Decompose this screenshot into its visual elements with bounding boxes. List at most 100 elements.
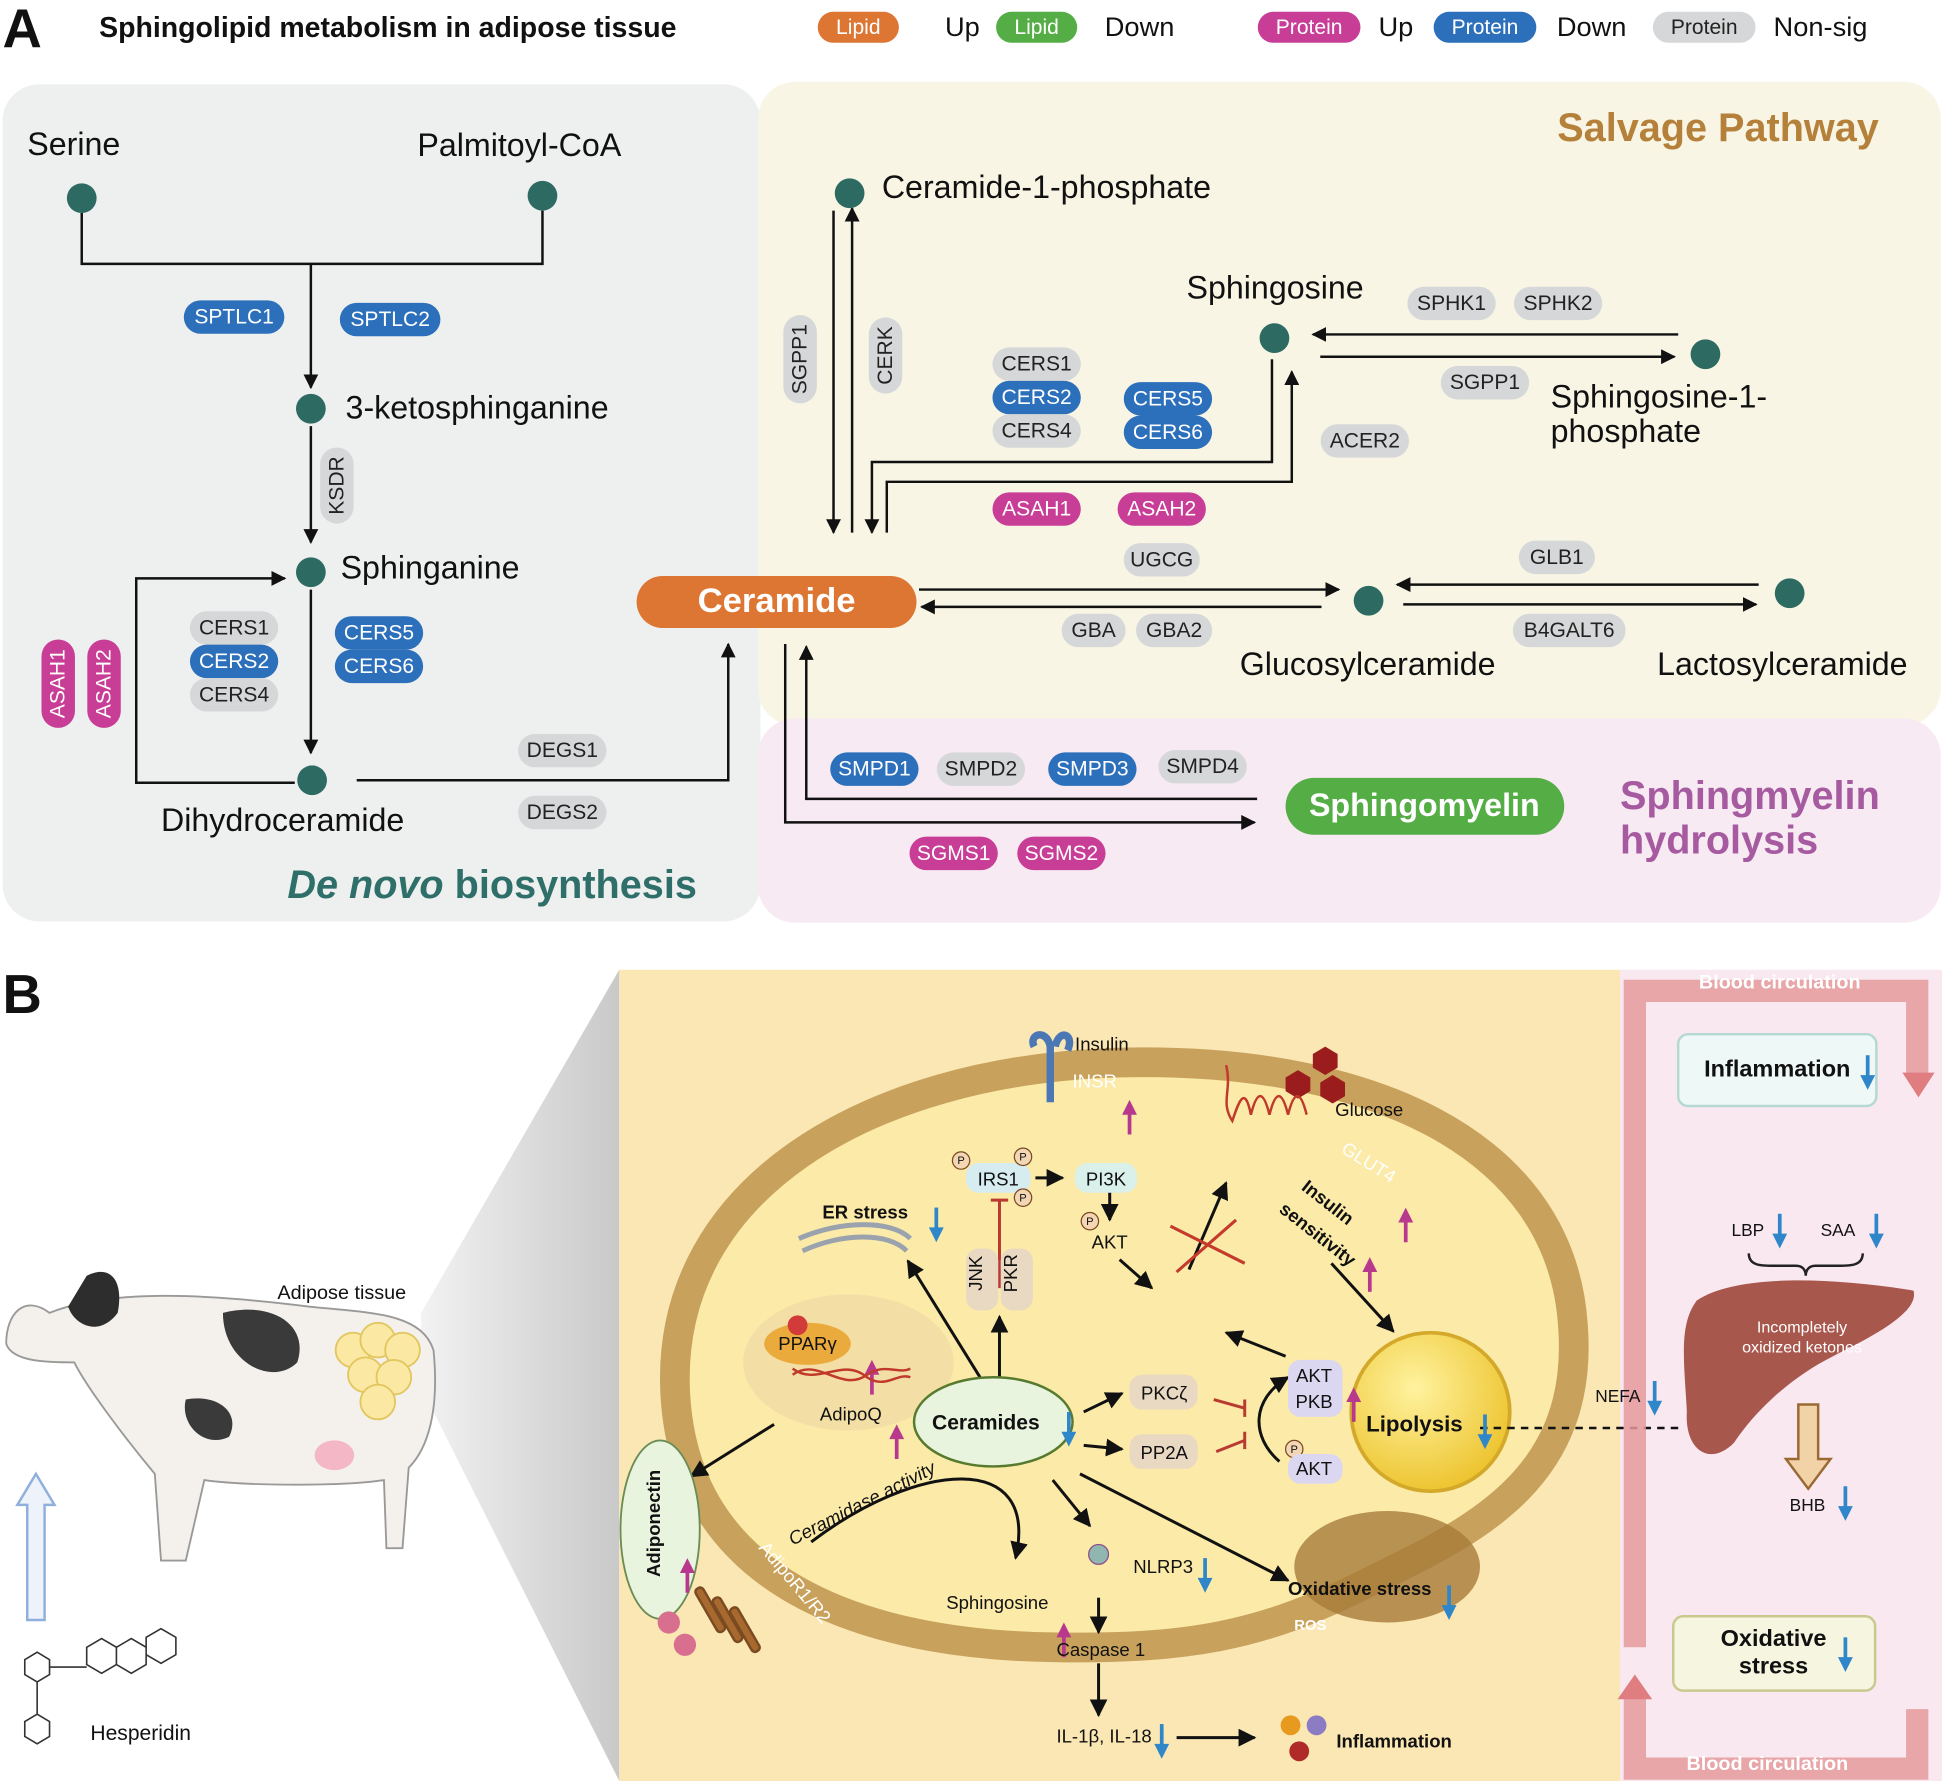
enzyme-degs2-label: DEGS2 [527,801,598,824]
node-c1p [834,178,865,209]
ceramides-label: Ceramides [932,1411,1040,1434]
legend-pill-0-bg [817,11,899,43]
cytokines-icon [1280,1715,1327,1762]
blood-circulation-bottom: Blood circulation [1687,1753,1849,1775]
enzyme-cers1-bg [992,347,1081,381]
node-sphinganine [296,557,326,588]
legend-pill-4-label: Protein [1671,16,1738,39]
bhb-label: BHB [1790,1495,1826,1515]
enzyme-gba-label: GBA [1071,619,1115,642]
jnk-pill [966,1248,999,1311]
jnk-label: JNK [965,1255,986,1291]
enzyme-sgpp1-label: SGPP1 [1450,371,1520,394]
legend-pill-2-label: Protein [1276,16,1343,39]
enzyme-cers4-bg [992,414,1081,448]
legend-label-4: Non-sig [1774,11,1868,42]
ppar-label: PPARγ [778,1333,837,1354]
enzyme-b4galt6: B4GALT6 [1512,613,1626,648]
enzyme-gba: GBA [1061,613,1126,648]
enzyme-asah2: ASAH2 [87,639,121,728]
enzyme-smpd4-label: SMPD4 [1166,755,1239,778]
enzyme-gba2-bg [1136,613,1213,648]
de-novo-italic: De novo [287,863,443,907]
insr-label: INSR [1073,1070,1117,1091]
blood-circulation-loop [1617,979,1935,1780]
adipocyte-cell [660,1047,1589,1663]
enzyme-ksdr-label: KSDR [325,456,348,514]
label-s1p-2: phosphate [1551,413,1701,449]
node-glucosylceramide [1353,585,1384,616]
legend-pill-2-bg [1257,11,1361,43]
nefa-label: NEFA [1595,1386,1641,1406]
enzyme-cers5: CERS5 [334,616,424,650]
enzyme-sgpp1-bg [783,315,817,404]
enzyme-smpd2: SMPD2 [936,752,1026,786]
enzyme-smpd1: SMPD1 [830,752,919,786]
label-glucosylceramide: Glucosylceramide [1240,646,1496,682]
enzyme-cers5-bg [1123,382,1213,416]
enzyme-smpd1-label: SMPD1 [838,758,911,781]
label-ceramide: Ceramide [698,582,856,620]
enzyme-sptlc1-bg [183,300,285,334]
enzyme-cers6-label: CERS6 [344,655,414,678]
node-lactosylceramide [1774,578,1805,609]
de-novo-rest: biosynthesis [444,863,697,907]
enzyme-cers5: CERS5 [1123,382,1213,416]
enzyme-asah2-bg [1117,492,1206,526]
pkcz-pill [1129,1374,1198,1410]
enzyme-acer2-bg [1320,424,1410,458]
nlrp3-label: NLRP3 [1133,1556,1193,1577]
enzyme-cers1-label: CERS1 [199,616,269,639]
arrow-loop-to-sphinganine [134,570,295,785]
adipose-tissue-label: Adipose tissue [277,1282,406,1304]
legend-pill-3-label: Protein [1452,16,1519,39]
supplementation-arrow-icon [15,1471,57,1622]
enzyme-sptlc2-bg [339,302,441,337]
akt-mid-label: AKT [1296,1365,1332,1386]
label-palmitoyl-coa: Palmitoyl-CoA [417,127,621,163]
enzyme-degs1: DEGS1 [518,733,607,768]
enzyme-cers4: CERS4 [992,414,1081,448]
er-stress-label: ER stress [822,1202,908,1223]
de-novo-title: De novo biosynthesis [287,863,697,907]
enzyme-cerk-bg [868,317,903,394]
panel-a-title: Sphingolipid metabolism in adipose tissu… [99,12,676,44]
irs1-label: IRS1 [978,1168,1019,1189]
legend-pill-1: Lipid [996,11,1078,43]
ros-label: ROS [1294,1618,1326,1634]
enzyme-degs2: DEGS2 [518,795,607,830]
enzyme-gba-bg [1061,613,1126,648]
panel-b-letter: B [2,964,41,1025]
oxidative-stress-label-2: stress [1739,1652,1808,1678]
enzyme-glb1: GLB1 [1518,540,1595,575]
enzyme-degs1-label: DEGS1 [527,739,598,762]
sphingomyelin-pill: Sphingomyelin [1285,777,1565,835]
lbp-label: LBP [1731,1220,1764,1240]
enzyme-cers4-bg [189,678,279,712]
insulin-receptor-icon [1029,1031,1074,1103]
enzyme-cers1-label: CERS1 [1002,353,1072,376]
arrow-sphingosine-to-ceramide [864,359,1274,535]
enzyme-smpd3-bg [1048,752,1137,786]
legend-pill-2: Protein [1257,11,1361,43]
dna-icon [791,1367,911,1384]
enzyme-asah2-label: ASAH2 [93,649,116,718]
phospho-label: P [1086,1216,1093,1228]
ligand-icon [787,1315,808,1336]
saa-label: SAA [1821,1220,1856,1240]
pi3k-label: PI3K [1086,1168,1127,1189]
label-c1p: Ceramide-1-phosphate [882,169,1211,205]
akt-pkb-pill [1288,1359,1343,1417]
enzyme-smpd1-bg [830,752,919,786]
enzyme-acer2-label: ACER2 [1330,429,1400,452]
enzyme-smpd2-label: SMPD2 [945,758,1018,781]
enzyme-acer2: ACER2 [1320,424,1410,458]
legend-pill-0: Lipid [817,11,899,43]
phosphate-icons: P P P P P [951,1147,1304,1459]
enzyme-cers6-label: CERS6 [1133,421,1203,444]
legend-pill-3-bg [1433,11,1537,43]
pkb-label: PKB [1295,1391,1332,1412]
enzyme-smpd4: SMPD4 [1158,749,1247,784]
label-sphingomyelin: Sphingomyelin [1309,787,1540,823]
